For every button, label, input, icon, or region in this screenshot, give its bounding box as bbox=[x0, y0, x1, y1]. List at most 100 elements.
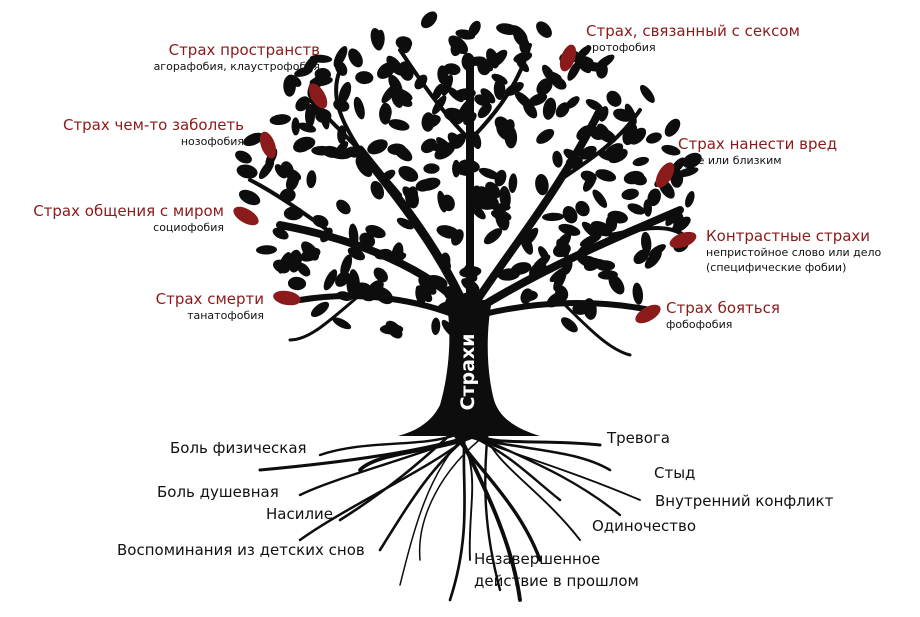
tree-leaf bbox=[579, 145, 597, 160]
tree-leaf bbox=[477, 103, 492, 119]
tree-root bbox=[461, 433, 641, 501]
red-leaf bbox=[655, 162, 675, 188]
tree-leaf bbox=[396, 217, 414, 230]
tree-leaf bbox=[274, 164, 288, 179]
fear-social-subtitle: социофобия bbox=[153, 221, 224, 235]
tree-leaf bbox=[379, 324, 404, 335]
red-leaf bbox=[273, 290, 301, 306]
tree-branch bbox=[398, 48, 472, 142]
trunk-label-text: Страхи bbox=[457, 333, 479, 411]
tree-leaf bbox=[367, 139, 388, 155]
tree-leaf bbox=[323, 269, 338, 291]
tree-leaf bbox=[459, 291, 484, 301]
fear-death-subtitle: танатофобия bbox=[187, 309, 264, 323]
tree-leaf bbox=[333, 45, 348, 68]
fear-harm: Страх нанести вред себе или близким bbox=[678, 135, 837, 168]
tree-leaf bbox=[585, 99, 603, 112]
tree-leaf bbox=[536, 21, 552, 38]
tree-leaf bbox=[347, 247, 366, 261]
red-leaf bbox=[233, 206, 259, 226]
fear-illness-title: Страх чем-то заболеть bbox=[62, 116, 244, 134]
tree-leaf bbox=[447, 132, 462, 148]
tree-leaf bbox=[421, 114, 441, 129]
tree-leaf bbox=[359, 232, 376, 248]
tree-leaf bbox=[398, 61, 414, 81]
tree-leaf bbox=[388, 74, 403, 95]
tree-leaf bbox=[293, 139, 311, 153]
tree-leaf bbox=[258, 159, 275, 180]
tree-root bbox=[258, 432, 480, 472]
tree-leaf bbox=[441, 74, 454, 96]
tree-leaf bbox=[606, 90, 622, 107]
tree-leaf bbox=[361, 288, 378, 302]
tree-leaf bbox=[288, 249, 302, 273]
tree-leaf bbox=[468, 20, 481, 37]
fear-social: Страх общения с миром социофобия bbox=[33, 202, 224, 235]
tree-leaf bbox=[283, 75, 296, 97]
tree-leaf bbox=[535, 173, 549, 196]
fear-fear-subtitle: фобофобия bbox=[666, 318, 733, 332]
tree-branch bbox=[558, 298, 632, 357]
fear-illness-subtitle: нозофобия bbox=[180, 135, 244, 149]
tree-leaf bbox=[542, 97, 557, 120]
fear-harm-subtitle: себе или близким bbox=[678, 154, 782, 168]
root-anxiety: Тревога bbox=[607, 429, 671, 447]
tree-leaf bbox=[353, 96, 365, 120]
tree-leaf bbox=[522, 100, 538, 119]
tree-leaf bbox=[552, 150, 563, 168]
tree-leaf bbox=[443, 63, 461, 76]
tree-roots bbox=[258, 432, 641, 602]
fear-social-title: Страх общения с миром bbox=[33, 202, 224, 220]
fear-sex-title: Страх, связанный с сексом bbox=[586, 22, 800, 40]
tree-leaf bbox=[333, 98, 350, 112]
fear-fear: Страх бояться фобофобия bbox=[666, 299, 780, 332]
tree-leaf bbox=[269, 114, 291, 126]
root-childhood-dreams: Воспоминания из детских снов bbox=[117, 541, 365, 559]
tree-leaf bbox=[485, 181, 501, 199]
tree-leaf bbox=[565, 96, 580, 109]
tree-leaf bbox=[272, 227, 289, 240]
tree-leaf bbox=[670, 168, 684, 188]
tree-leaf bbox=[332, 317, 352, 330]
tree-leaf bbox=[685, 191, 695, 208]
tree-leaf bbox=[595, 260, 616, 272]
tree-leaf bbox=[647, 188, 661, 207]
tree-leaf bbox=[287, 276, 307, 291]
tree-root bbox=[418, 433, 488, 561]
tree-leaf bbox=[504, 126, 518, 149]
tree-leaf bbox=[553, 269, 567, 291]
tree-leaf bbox=[607, 210, 628, 224]
red-leaf bbox=[669, 231, 697, 249]
fear-sex: Страх, связанный с сексом эротофобия bbox=[586, 22, 800, 55]
fear-contrast-subtitle: непристойное слово или дело bbox=[706, 246, 882, 260]
tree-leaf bbox=[630, 173, 647, 186]
tree-leaf bbox=[583, 298, 597, 320]
tree-leaf bbox=[398, 165, 419, 182]
tree-leaf bbox=[590, 220, 613, 237]
tree-leaf bbox=[536, 128, 555, 144]
tree-leaf bbox=[577, 45, 592, 59]
tree-leaf bbox=[633, 249, 650, 265]
tree-leaf bbox=[621, 188, 639, 200]
tree-leaf bbox=[309, 54, 333, 63]
tree-leaf bbox=[285, 171, 300, 192]
red-leaf bbox=[308, 83, 328, 109]
tree-leaf bbox=[376, 29, 385, 49]
tree-leaf bbox=[396, 95, 413, 107]
tree-leaf bbox=[340, 254, 353, 277]
tree-leaf bbox=[551, 76, 567, 90]
tree-leaf bbox=[235, 150, 252, 164]
tree-leaf bbox=[519, 232, 534, 255]
fear-illness: Страх чем-то заболеть нозофобия bbox=[62, 116, 244, 149]
tree-leaf bbox=[346, 278, 356, 297]
tree-leaf bbox=[381, 169, 396, 182]
tree-leaf bbox=[536, 78, 553, 96]
tree-leaf bbox=[236, 164, 258, 179]
tree-leaf bbox=[370, 180, 385, 200]
tree-leaf bbox=[294, 66, 313, 77]
red-leaf bbox=[635, 304, 661, 324]
red-leaf bbox=[559, 44, 577, 72]
tree-leaf bbox=[499, 185, 511, 210]
tree-leaf bbox=[529, 262, 547, 279]
